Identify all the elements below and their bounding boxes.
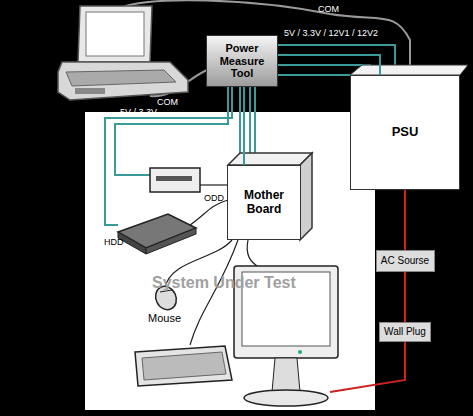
device-label: HDD [104, 238, 124, 248]
laptop [58, 6, 188, 100]
rail-label: 5V / 3.3V / 12V1 / 12V2 [284, 29, 378, 39]
port-label: COM [157, 98, 178, 108]
keyboard [135, 346, 232, 386]
cable-connector [404, 190, 406, 250]
cable-connector [278, 55, 380, 75]
wall-plug-box: Wall Plug [379, 322, 431, 342]
cable-connector [243, 87, 245, 165]
ac-source-box: AC Sourse [376, 250, 435, 272]
device-label: Mouse [148, 312, 181, 324]
rail-label: 5V / 3.3V [120, 108, 157, 118]
device-label: ODD [204, 194, 224, 204]
motherboard-box [228, 153, 312, 240]
port-label: COM [318, 5, 339, 15]
motherboard-box: Mother Board [227, 165, 301, 240]
psu-box [350, 65, 468, 75]
node-text: Mother Board [231, 189, 297, 217]
test-area [85, 112, 375, 410]
watermark: System Under Test [152, 274, 296, 292]
psu-box: PSU [350, 75, 460, 190]
node-text: AC Sourse [381, 255, 429, 267]
node-text: Power Measure Tool [210, 42, 274, 80]
node-text: Wall Plug [384, 326, 426, 338]
node-text: PSU [392, 125, 419, 140]
tool-box: Power Measure Tool [206, 35, 278, 87]
optical-drive [150, 168, 200, 192]
hard-drive [118, 214, 196, 254]
cable-connector [404, 272, 406, 322]
